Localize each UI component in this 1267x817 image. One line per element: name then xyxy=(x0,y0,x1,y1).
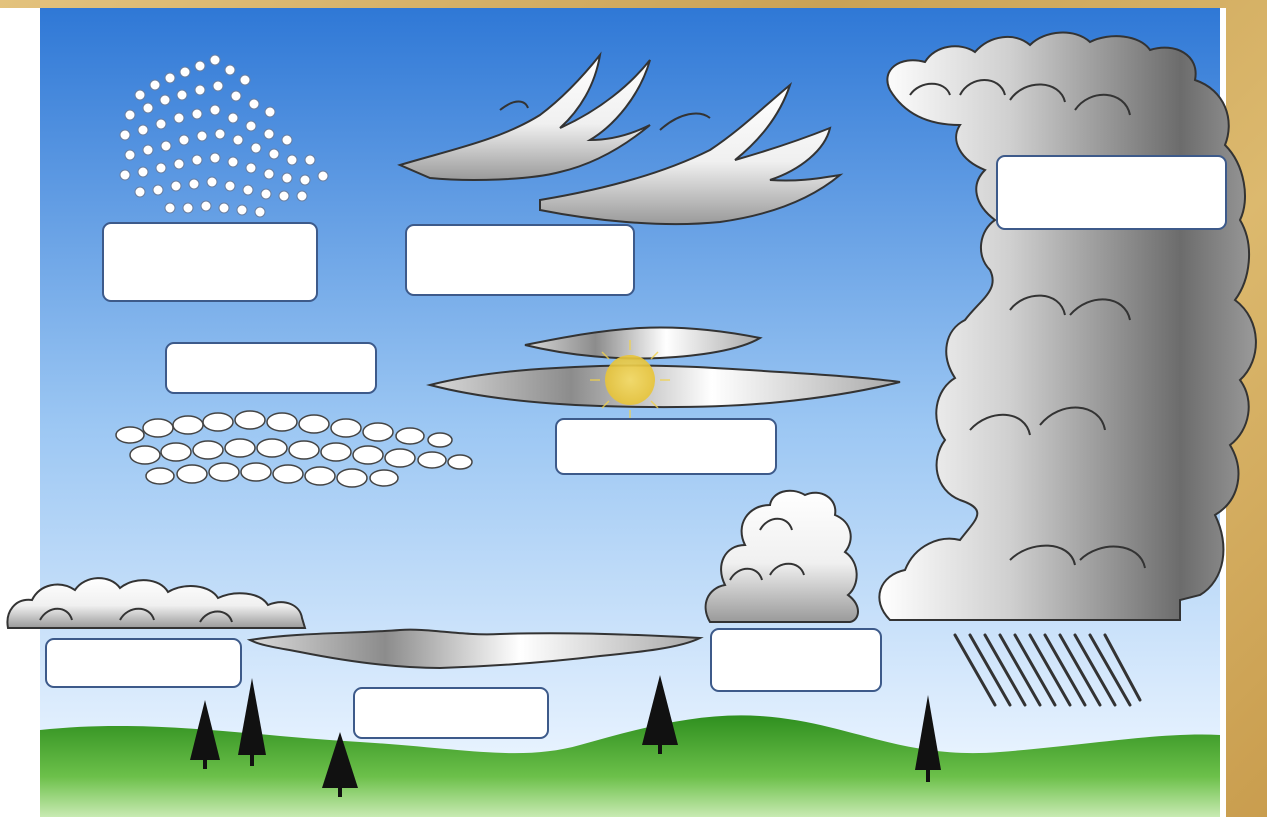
label-box-stratus[interactable] xyxy=(353,687,549,739)
label-box-cirrocumulus[interactable] xyxy=(102,222,318,302)
sun-icon xyxy=(605,355,655,405)
label-box-cumulonimbus[interactable] xyxy=(996,155,1227,230)
label-box-cirrus[interactable] xyxy=(405,224,635,296)
label-box-altostratus[interactable] xyxy=(555,418,777,475)
label-box-stratocumulus[interactable] xyxy=(45,638,242,688)
label-box-cumulus[interactable] xyxy=(710,628,882,692)
label-box-altocumulus[interactable] xyxy=(165,342,377,394)
